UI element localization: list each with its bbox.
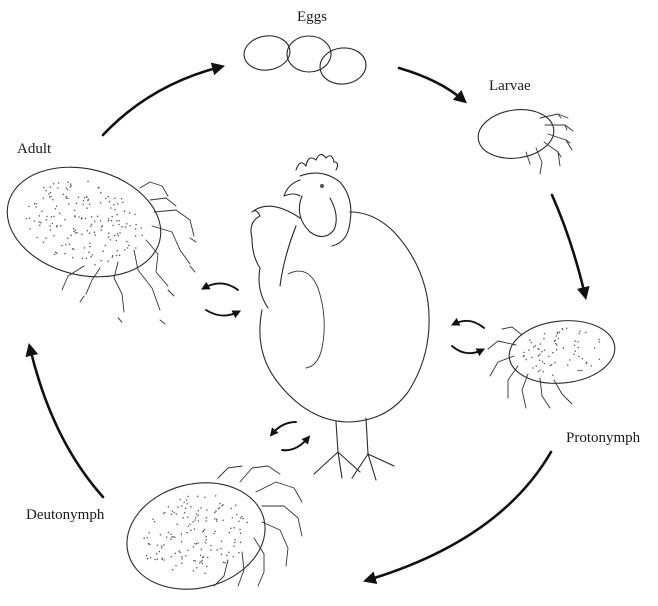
larva-mite-icon [475, 105, 573, 174]
protonymph-mite-icon [488, 316, 618, 408]
adult-mite-icon [0, 152, 196, 324]
arrow-to-adult [204, 283, 238, 290]
arrow-adult-to-eggs [103, 67, 220, 135]
deutonymph-mite-icon [115, 466, 302, 603]
arrow-from-adult [206, 310, 238, 316]
arrow-eggs-to-larvae [399, 68, 463, 100]
cycle-arrows [30, 67, 585, 580]
chicken-icon [251, 154, 429, 480]
exchange-arrows [204, 283, 484, 450]
arrow-deutonymph-to-adult [30, 348, 103, 497]
arrow-from-deutonymph [282, 438, 308, 450]
arrow-to-deutonymph [272, 422, 296, 434]
stage-label-deutonymph: Deutonymph [26, 508, 104, 523]
arrow-larvae-to-protonymph [552, 195, 585, 295]
stage-label-eggs: Eggs [297, 10, 327, 25]
stage-label-larvae: Larvae [489, 79, 531, 94]
stage-label-adult: Adult [17, 142, 51, 157]
arrow-to-protonymph [452, 346, 482, 353]
stage-label-protonymph: Protonymph [566, 431, 640, 446]
arrow-protonymph-to-deutonymph [368, 452, 551, 580]
eggs-icon [242, 33, 368, 86]
arrow-from-protonymph [454, 321, 484, 328]
